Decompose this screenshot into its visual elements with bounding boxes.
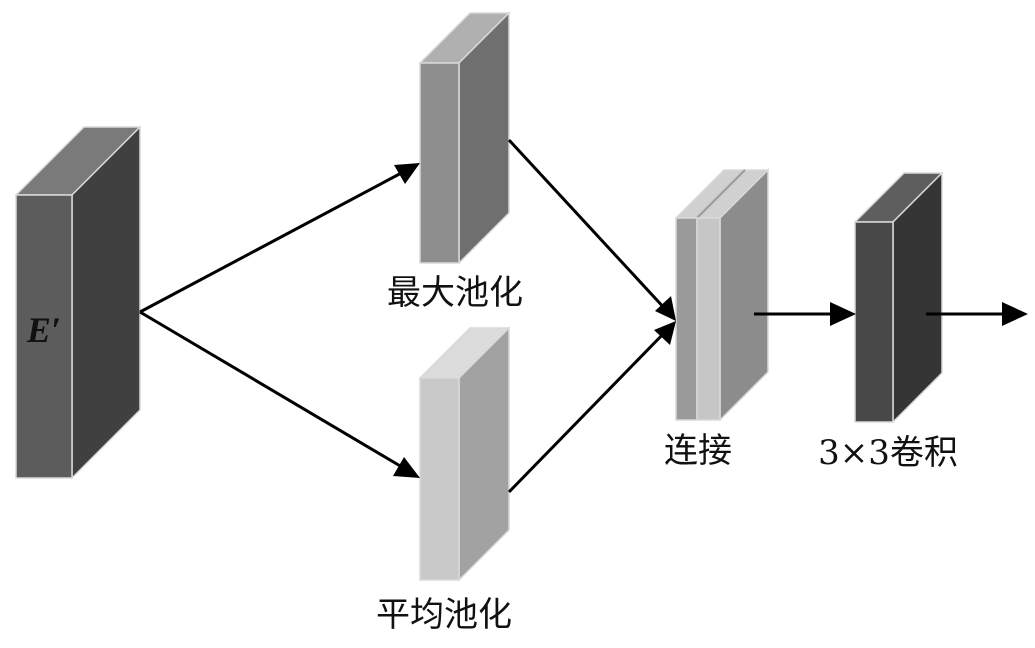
- arrowhead-max-pool: [394, 163, 420, 184]
- concat-slice-1: [675, 217, 698, 421]
- conv-front: [854, 221, 894, 423]
- input-block-front: [15, 194, 73, 479]
- input-label: E′: [26, 310, 61, 350]
- conv-label: 3×3卷积: [818, 433, 958, 473]
- arrow-input-to-avg-pool: [139, 310, 408, 472]
- arrowhead-conv: [830, 302, 856, 326]
- concat-label: 连接: [664, 431, 732, 471]
- max-pool-front: [419, 62, 460, 264]
- connections: [139, 138, 1028, 494]
- concat-top-divider: [696, 169, 746, 219]
- avg-pool-front: [419, 377, 460, 581]
- input-feature-block: E′: [14, 125, 142, 480]
- avg-pool-block: [418, 326, 511, 582]
- arrowhead-avg-pool: [393, 457, 420, 478]
- arrowhead-concat-from-avg: [654, 321, 676, 345]
- arrowhead-output: [1002, 302, 1028, 326]
- conv-block: [853, 171, 944, 424]
- arrow-input-to-max-pool: [139, 168, 408, 314]
- avg-pool-label: 平均池化: [376, 595, 512, 635]
- arrow-max-pool-to-concat: [507, 138, 669, 313]
- arrow-avg-pool-to-concat: [507, 328, 669, 494]
- concat-slice-2: [696, 217, 721, 421]
- max-pool-block: [418, 11, 511, 265]
- arrowhead-concat-from-max: [655, 296, 676, 321]
- concat-block: [674, 168, 770, 422]
- max-pool-label: 最大池化: [387, 273, 523, 313]
